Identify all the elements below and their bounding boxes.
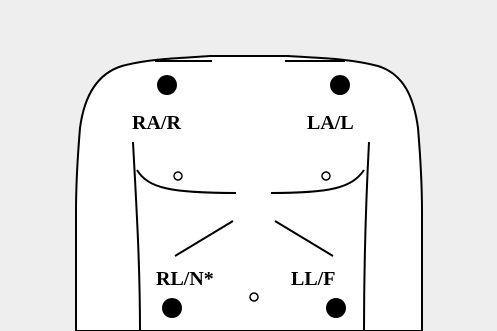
left-nipple xyxy=(322,172,330,180)
navel xyxy=(250,293,258,301)
right-nipple xyxy=(174,172,182,180)
la-electrode-marker xyxy=(330,75,350,95)
la-electrode-label: LA/L xyxy=(307,112,354,134)
rl-electrode-marker xyxy=(162,298,182,318)
ll-electrode-marker xyxy=(326,298,346,318)
ra-electrode-label: RA/R xyxy=(132,112,181,134)
torso-outline xyxy=(76,56,422,331)
ll-electrode-label: LL/F xyxy=(291,268,335,290)
rl-electrode-label: RL/N* xyxy=(156,268,214,290)
ra-electrode-marker xyxy=(157,75,177,95)
